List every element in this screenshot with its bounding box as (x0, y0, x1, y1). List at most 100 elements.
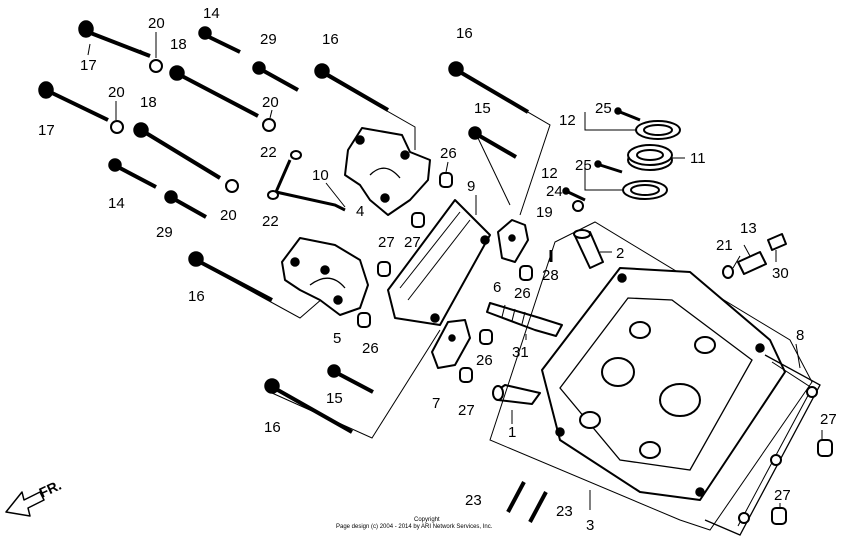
callout-7: 7 (432, 395, 440, 412)
rocker-arm-7 (431, 319, 471, 369)
joint-13 (737, 244, 767, 275)
copyright-notice: Page design (c) 2004 - 2014 by ARI Netwo… (336, 524, 493, 530)
callout-25: 25 (595, 100, 612, 117)
bolt-15-upper (468, 126, 518, 159)
washer-19 (572, 200, 584, 212)
callout-24: 24 (546, 183, 563, 200)
dowel-26-c (357, 312, 371, 328)
screw-25-a (614, 107, 641, 122)
callout-1: 1 (508, 424, 516, 441)
bolt-14-lower (108, 158, 157, 189)
callout-27: 27 (404, 234, 421, 251)
front-arrow-icon (5, 491, 45, 517)
washer-21 (722, 265, 734, 279)
callout-27: 27 (774, 487, 791, 504)
plate-9 (387, 199, 491, 326)
rocker-holder-4 (344, 127, 431, 216)
plug-2 (573, 229, 604, 269)
screw-25-b (594, 160, 623, 174)
bolt-29-upper (252, 61, 299, 92)
callout-23: 23 (465, 492, 482, 509)
washer-20-upper (149, 59, 163, 73)
callout-18: 18 (170, 36, 187, 53)
stud-23-b (528, 491, 548, 523)
callout-3: 3 (586, 517, 594, 534)
callout-17: 17 (80, 57, 97, 74)
insulator-11 (627, 144, 673, 171)
callout-26: 26 (362, 340, 379, 357)
callout-18: 18 (140, 94, 157, 111)
callout-14: 14 (203, 5, 220, 22)
callout-26: 26 (514, 285, 531, 302)
callout-21: 21 (716, 237, 733, 254)
callout-22: 22 (262, 213, 279, 230)
bolt-18-upper (169, 65, 259, 118)
bolt-18-lower (133, 122, 222, 180)
callout-27: 27 (378, 234, 395, 251)
bolt-17-lower (38, 81, 109, 122)
callout-20: 20 (148, 15, 165, 32)
callout-23: 23 (556, 503, 573, 520)
bolt-30 (767, 233, 787, 251)
callout-14: 14 (108, 195, 125, 212)
washer-20-left (110, 120, 124, 134)
callout-16: 16 (264, 419, 281, 436)
callout-11: 11 (690, 150, 706, 167)
callout-15: 15 (474, 100, 491, 117)
bolt-29-lower (164, 190, 207, 219)
callout-25: 25 (575, 157, 592, 174)
callout-27: 27 (458, 402, 475, 419)
pipe-10 (267, 150, 346, 212)
dowel-27-e (771, 507, 787, 525)
dowel-26-d (479, 329, 493, 345)
dowel-26-b (519, 265, 533, 281)
front-marker: FR. (37, 477, 64, 501)
gasket-12-upper (635, 120, 681, 140)
stud-23-a (506, 481, 526, 513)
callout-17: 17 (38, 122, 55, 139)
bolt-16-top (314, 63, 390, 112)
callout-4: 4 (356, 203, 364, 220)
copyright-label: Copyright (414, 517, 440, 523)
callout-20: 20 (262, 94, 279, 111)
callout-29: 29 (156, 224, 173, 241)
callout-13: 13 (740, 220, 757, 237)
dowel-26-a (439, 172, 453, 188)
callout-12: 12 (559, 112, 576, 129)
callout-22: 22 (260, 144, 277, 161)
bolt-14-upper (198, 26, 241, 54)
screw-24 (562, 187, 586, 202)
gasket-12-lower (622, 180, 668, 200)
callout-10: 10 (312, 167, 329, 184)
callout-6: 6 (493, 279, 501, 296)
dowel-27-a (411, 212, 425, 228)
callout-29: 29 (260, 31, 277, 48)
callout-15: 15 (326, 390, 343, 407)
callout-2: 2 (616, 245, 624, 262)
callout-27: 27 (820, 411, 837, 428)
cylinder-head-3 (489, 221, 813, 531)
rocker-holder-5 (281, 237, 369, 316)
callout-28: 28 (542, 267, 559, 284)
callout-9: 9 (467, 178, 475, 195)
spark-plug-31 (486, 302, 563, 337)
dowel-27-d (817, 439, 833, 457)
callout-31: 31 (512, 344, 529, 361)
bolt-15-lower (327, 364, 374, 394)
callout-8: 8 (796, 327, 804, 344)
washer-20-lower (225, 179, 239, 193)
callout-19: 19 (536, 204, 553, 221)
callout-26: 26 (476, 352, 493, 369)
callout-20: 20 (108, 84, 125, 101)
rocker-arm-6 (497, 219, 529, 263)
callout-30: 30 (772, 265, 789, 282)
callout-20: 20 (220, 207, 237, 224)
callout-5: 5 (333, 330, 341, 347)
plug-1 (492, 384, 541, 405)
callout-12: 12 (541, 165, 558, 182)
gasket-8 (704, 354, 821, 536)
callout-16: 16 (188, 288, 205, 305)
callout-16: 16 (322, 31, 339, 48)
dowel-27-c (459, 367, 473, 383)
